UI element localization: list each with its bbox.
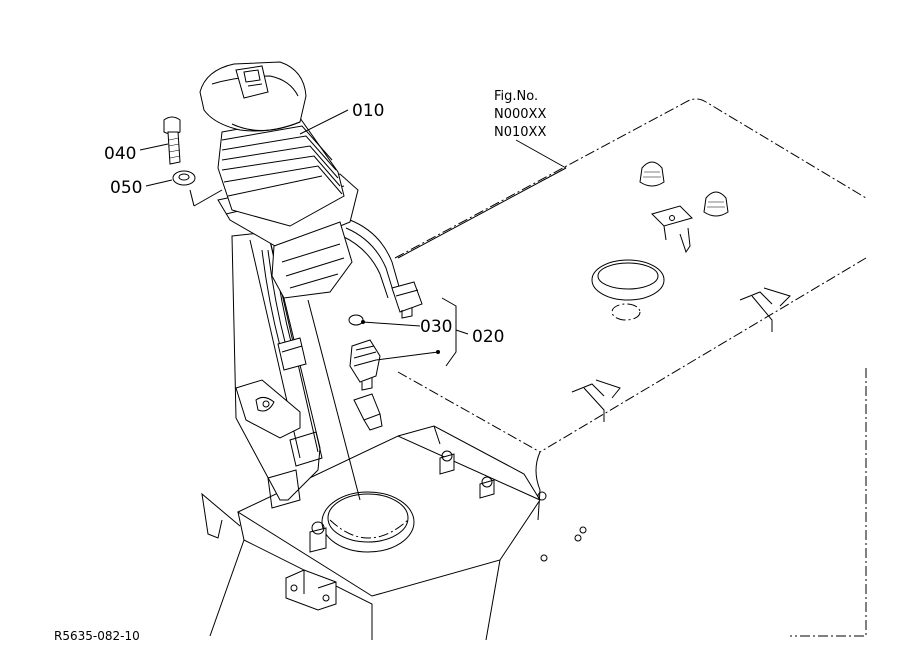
fig-no-2: N010XX (494, 125, 546, 140)
washer-050 (172, 170, 196, 186)
callout-020: 020 (472, 327, 504, 347)
switch-assembly (348, 314, 383, 431)
fig-no-label: Fig.No. (494, 89, 538, 104)
drawing-code: R5635-082-10 (54, 629, 140, 643)
callout-050: 050 (110, 178, 142, 198)
console-base (201, 425, 547, 641)
callout-030: 030 (420, 317, 452, 337)
joystick-lever (199, 61, 359, 299)
fig-no-1: N000XX (494, 107, 546, 122)
floor-panel (394, 98, 867, 637)
bolt-040 (163, 116, 181, 165)
callout-040: 040 (104, 144, 136, 164)
leader-lines (139, 109, 567, 367)
mounting-post (231, 231, 361, 509)
wire-harness (261, 219, 423, 371)
callout-010: 010 (352, 101, 384, 121)
